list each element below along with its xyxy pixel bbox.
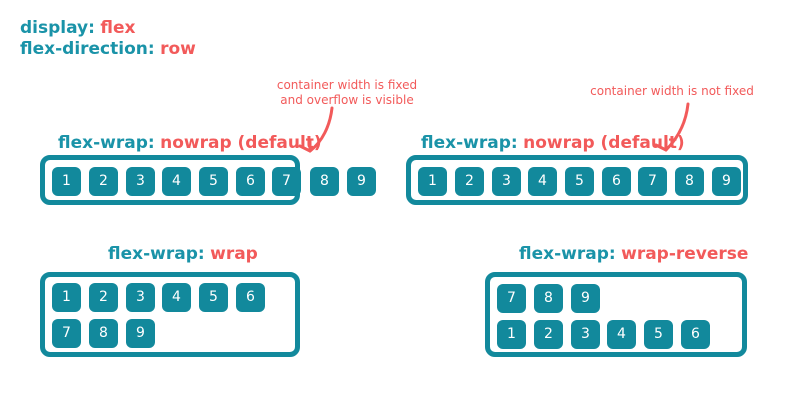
note-width-fixed-line2: and overflow is visible [280,93,414,107]
flex-item: 1 [418,167,447,196]
flex-item: 6 [236,283,265,312]
note-width-fixed-line1: container width is fixed [276,78,418,92]
flex-wrap-property: flex-wrap [421,133,511,153]
flex-item: 5 [565,167,594,196]
panel-nowrap-auto-label: flex-wrap: nowrap (default) [421,133,685,153]
flex-item: 5 [199,283,228,312]
note-width-fixed: container width is fixed and overflow is… [262,78,432,108]
flex-wrap-value: nowrap (default) [160,133,322,153]
note-width-not-fixed-text: container width is not fixed [590,84,754,98]
flex-item: 6 [236,167,265,196]
display-value: flex [100,18,136,38]
flex-direction-rule: flex-direction: row [20,39,196,59]
flex-item: 4 [162,283,191,312]
flex-item: 3 [126,283,155,312]
flex-wrap-value: wrap [210,244,258,264]
flex-wrap-value: nowrap (default) [523,133,685,153]
panel-nowrap-fixed-label: flex-wrap: nowrap (default) [58,133,322,153]
display-rule: display: flex [20,18,135,38]
flex-item: 7 [497,284,526,313]
flex-item: 6 [602,167,631,196]
flex-item: 8 [675,167,704,196]
panel-wrap-reverse-label: flex-wrap: wrap-reverse [519,244,748,264]
panel-wrap-label: flex-wrap: wrap [108,244,258,264]
note-width-not-fixed: container width is not fixed [582,84,762,99]
separator: : [88,18,95,38]
flex-item: 8 [534,284,563,313]
note-width-fixed-arrow [298,106,334,153]
flex-item: 1 [52,167,81,196]
flex-item: 7 [52,319,81,348]
separator: : [147,39,155,59]
flex-wrap-value: wrap-reverse [621,244,749,264]
flex-item: 9 [571,284,600,313]
flex-direction-value: row [160,39,196,59]
flex-item: 1 [52,283,81,312]
flex-item: 7 [272,167,301,196]
flex-wrap-property: flex-wrap [108,244,198,264]
flex-item: 9 [712,167,741,196]
flex-item-overflow: 9 [347,167,376,196]
separator: : [197,244,205,264]
flex-item: 5 [199,167,228,196]
flex-item: 2 [534,320,563,349]
flex-wrap-property: flex-wrap [58,133,148,153]
flex-item: 4 [162,167,191,196]
flex-item: 4 [607,320,636,349]
separator: : [608,244,616,264]
flex-item: 6 [681,320,710,349]
flex-item: 1 [497,320,526,349]
flex-item: 5 [644,320,673,349]
flex-item-overflow: 8 [310,167,339,196]
flex-item: 4 [528,167,557,196]
flex-wrap-property: flex-wrap [519,244,609,264]
flex-direction-property: flex-direction [20,39,148,59]
flex-item: 8 [89,319,118,348]
display-property: display [20,18,89,38]
flex-item: 2 [89,283,118,312]
flex-item: 2 [89,167,118,196]
flex-item: 3 [126,167,155,196]
note-width-not-fixed-arrow [654,102,690,152]
flex-item: 9 [126,319,155,348]
flex-item: 3 [571,320,600,349]
flex-item: 3 [492,167,521,196]
flex-item: 2 [455,167,484,196]
separator: : [510,133,518,153]
separator: : [147,133,155,153]
flex-item: 7 [638,167,667,196]
